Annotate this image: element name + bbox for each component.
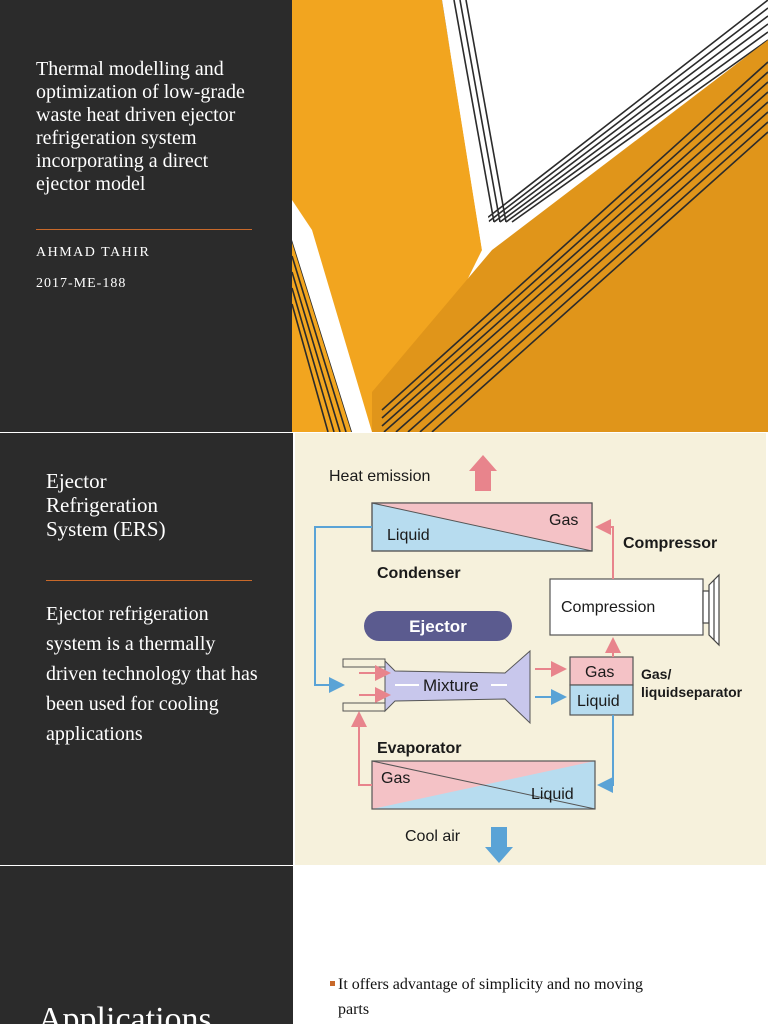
condenser-gas-label: Gas (549, 512, 578, 529)
compression-box (549, 578, 704, 636)
ejector-label: Ejector (409, 617, 467, 636)
compressor-label: Compressor (623, 535, 717, 552)
roll-number: 2017-ME-188 (36, 276, 127, 291)
title-panel: Thermal modelling and optimization of lo… (0, 0, 292, 432)
title-slide: Thermal modelling and optimization of lo… (0, 0, 768, 432)
heat-emission-label: Heat emission (329, 468, 430, 485)
applications-bullets: It offers advantage of simplicity and no… (330, 972, 660, 1022)
flow-pipes (314, 519, 621, 793)
presentation-title: Thermal modelling and optimization of lo… (36, 58, 245, 195)
orange-panel (372, 40, 768, 432)
applications-slide: Applications It offers advantage of simp… (0, 866, 768, 1024)
separator-label-line1: Gas/ (641, 666, 671, 682)
cool-air-label: Cool air (405, 828, 461, 845)
compression-label: Compression (561, 599, 655, 616)
applications-title: Applications (38, 1001, 212, 1024)
ejector-badge (364, 611, 512, 641)
bullet-marker (330, 981, 335, 986)
separator-label-line2: liquidseparator (641, 684, 743, 700)
ers-slide: Ejector Refrigeration System (ERS) Eject… (0, 433, 768, 865)
condenser-box (371, 502, 593, 552)
separator-liquid-label: Liquid (577, 693, 620, 710)
evaporator-box (371, 760, 596, 810)
separator-gas-box (569, 656, 634, 686)
decorative-graphic (292, 0, 768, 432)
author-name: AHMAD TAHIR (36, 245, 151, 260)
evaporator-gas-label: Gas (381, 770, 410, 787)
condenser-liquid-label: Liquid (387, 527, 430, 544)
condenser-label: Condenser (377, 565, 461, 582)
upper-stripes (441, 0, 768, 223)
separator-liquid-box (569, 684, 634, 716)
mixture-label: Mixture (423, 676, 479, 695)
ers-title: Ejector Refrigeration System (ERS) (46, 469, 166, 541)
ers-divider (46, 580, 252, 581)
ers-description: Ejector refrigeration system is a therma… (46, 603, 258, 745)
applications-panel: Applications (0, 866, 293, 1024)
ejector-body (342, 649, 531, 725)
separator-gas-label: Gas (585, 664, 614, 681)
bullet-text: It offers advantage of simplicity and no… (338, 976, 643, 1018)
ers-diagram: Heat emission Liquid Gas Condenser Compr… (295, 433, 766, 865)
title-divider (36, 229, 252, 230)
evaporator-label: Evaporator (377, 740, 461, 757)
bullet-item: It offers advantage of simplicity and no… (330, 972, 660, 1022)
ers-text-panel: Ejector Refrigeration System (ERS) Eject… (0, 433, 293, 865)
evaporator-liquid-label: Liquid (531, 786, 574, 803)
heat-emission-arrow (469, 455, 497, 491)
motor-icon (702, 573, 720, 647)
cool-air-arrow (485, 827, 513, 863)
